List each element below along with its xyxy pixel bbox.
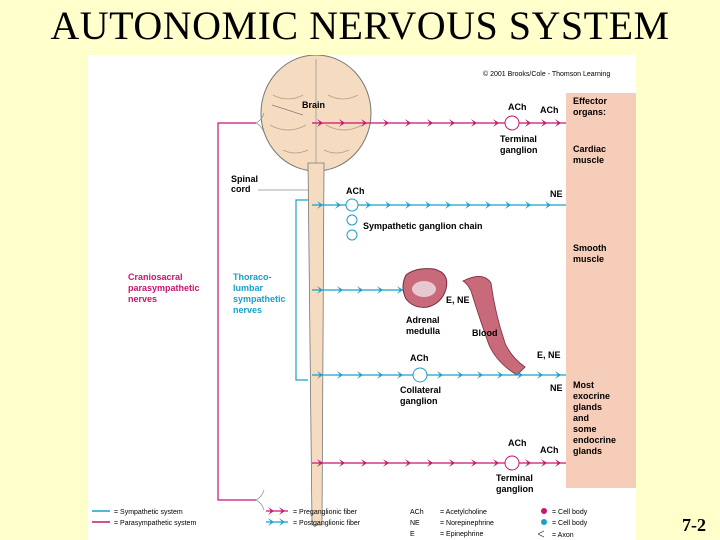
legend-axon: = Axon: [552, 532, 574, 539]
ach-label-5: ACh: [508, 438, 527, 448]
ne-label-1: NE: [550, 189, 563, 199]
sympathetic-pathway-adrenal: [312, 286, 418, 294]
ne-label-2: NE: [550, 383, 563, 393]
legend-parasympathetic: = Parasympathetic system: [114, 520, 196, 527]
legend-postganglionic: = Postganglionic fiber: [293, 520, 361, 527]
legend-cell-body-2: = Cell body: [552, 520, 588, 527]
cardiac-muscle-label: Cardiac: [573, 144, 606, 154]
thoracolumbar-label-4: nerves: [233, 305, 262, 315]
parasympathetic-pathway-cardiac: [312, 115, 566, 131]
legend-sympathetic: = Sympathetic system: [114, 509, 183, 516]
cell-body-para-icon: [541, 508, 547, 514]
ach-label-4: ACh: [410, 353, 429, 363]
terminal-ganglion-1-label-2: ganglion: [500, 145, 538, 155]
spinal-cord-label-2: cord: [231, 184, 251, 194]
legend-e-abbr: E: [410, 531, 415, 538]
adrenal-label: Adrenal: [406, 315, 440, 325]
collateral-label: Collateral: [400, 385, 441, 395]
copyright-text: © 2001 Brooks/Cole - Thomson Learning: [483, 70, 610, 78]
ach-label-2: ACh: [540, 105, 559, 115]
terminal-ganglion-1-label: Terminal: [500, 134, 537, 144]
thoracolumbar-label-2: lumbar: [233, 283, 264, 293]
legend-preganglionic: = Preganglionic fiber: [293, 509, 358, 516]
brain-label: Brain: [302, 100, 325, 110]
parasympathetic-bracket: [217, 122, 256, 501]
sympathetic-bracket: [295, 199, 308, 381]
legend: = Sympathetic system = Parasympathetic s…: [92, 507, 588, 539]
effector-header: Effector: [573, 96, 608, 106]
craniosacral-label: Craniosacral: [128, 272, 183, 282]
craniosacral-label-3: nerves: [128, 294, 157, 304]
sympathetic-pathway-cardiac: [312, 198, 566, 241]
smooth-muscle-label: Smooth: [573, 243, 607, 253]
axon-icon: [537, 530, 545, 538]
ach-label-6: ACh: [540, 445, 559, 455]
page-number: 7-2: [682, 515, 706, 535]
craniosacral-label-2: parasympathetic: [128, 283, 200, 293]
collateral-ganglion-label: ganglion: [400, 396, 438, 406]
ans-figure: © 2001 Brooks/Cole - Thomson Learning Br…: [88, 55, 636, 540]
glands-label-1: Most: [573, 380, 594, 390]
spinal-cord-label: Spinal: [231, 174, 258, 184]
terminal-ganglion-2-label-2: ganglion: [496, 484, 534, 494]
legend-e-def: = Epinephrine: [440, 531, 484, 538]
spinal-cord: [307, 162, 325, 526]
smooth-muscle-label-2: muscle: [573, 254, 604, 264]
glands-label-3: glands: [573, 402, 602, 412]
glands-label-7: glands: [573, 446, 602, 456]
glands-label-6: endocrine: [573, 435, 616, 445]
sympathetic-chain-label: Sympathetic ganglion chain: [363, 221, 483, 231]
blood-label: Blood: [472, 328, 498, 338]
glands-label-2: exocrine: [573, 391, 610, 401]
brain-shape: [260, 55, 372, 172]
legend-ach-def: = Acetylcholine: [440, 509, 487, 516]
glands-label-5: some: [573, 424, 597, 434]
glands-label-4: and: [573, 413, 589, 423]
legend-cell-body-1: = Cell body: [552, 509, 588, 516]
cell-body-symp-icon: [541, 519, 547, 525]
parasympathetic-pathway-glands: [312, 455, 566, 471]
adrenal-e-ne-label: E, NE: [446, 295, 470, 305]
legend-ne-abbr: NE: [410, 520, 420, 527]
sympathetic-pathway-collateral: [312, 367, 566, 383]
terminal-ganglion-2-label: Terminal: [496, 473, 533, 483]
slide-title: AUTONOMIC NERVOUS SYSTEM: [50, 3, 670, 48]
thoracolumbar-label: Thoraco-: [233, 272, 272, 282]
legend-ach-abbr: ACh: [410, 509, 424, 516]
legend-ne-def: = Norepinephrine: [440, 520, 494, 527]
adrenal-gland: [402, 268, 448, 308]
blood-e-ne-label: E, NE: [537, 350, 561, 360]
cardiac-muscle-label-2: muscle: [573, 155, 604, 165]
effector-panel: [566, 93, 636, 488]
ach-label-3: ACh: [346, 186, 365, 196]
thoracolumbar-label-3: sympathetic: [233, 294, 286, 304]
blood-vessel: [462, 276, 526, 376]
medulla-label: medulla: [406, 326, 441, 336]
effector-header-2: organs:: [573, 107, 606, 117]
ans-diagram: © 2001 Brooks/Cole - Thomson Learning Br…: [92, 55, 636, 539]
ach-label-1: ACh: [508, 102, 527, 112]
